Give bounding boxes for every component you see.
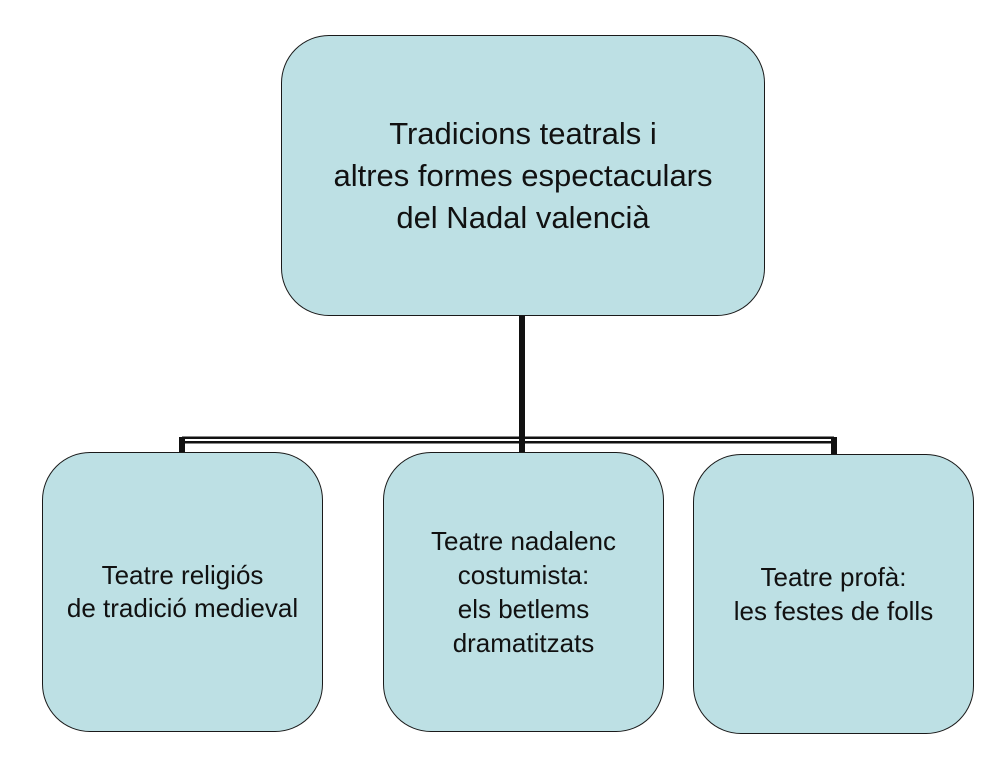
child-node-line: de tradició medieval: [66, 593, 299, 623]
child-node-line: els betlems: [457, 594, 590, 624]
child-node-christmas-theatre: Teatre nadalenc costumista: els betlems …: [383, 452, 664, 732]
child-node-line: Teatre religiós: [101, 560, 264, 590]
child-node-profane-theatre: Teatre profà: les festes de folls: [693, 454, 974, 734]
child-node-line: dramatitzats: [452, 628, 595, 658]
child-node-line: costumista:: [457, 560, 590, 590]
root-node-line: del Nadal valencià: [396, 199, 650, 235]
root-node-line: altres formes espectaculars: [333, 157, 713, 193]
root-node: Tradicions teatrals i altres formes espe…: [281, 35, 765, 316]
child-node-line: Teatre profà:: [760, 562, 907, 592]
child-node-religious-theatre: Teatre religiós de tradició medieval: [42, 452, 323, 732]
root-node-line: Tradicions teatrals i: [389, 115, 657, 151]
child-node-line: les festes de folls: [733, 596, 934, 626]
child-node-line: Teatre nadalenc: [430, 526, 617, 556]
